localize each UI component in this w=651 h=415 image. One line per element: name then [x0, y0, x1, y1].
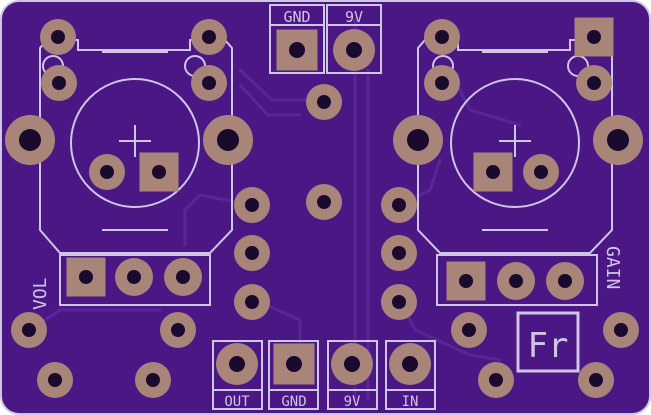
top-9v-label: 9V — [345, 8, 363, 26]
bottom-connector — [212, 340, 436, 410]
vol-header — [59, 254, 211, 306]
in-label: IN — [402, 394, 419, 410]
bottom-gnd-label: GND — [281, 394, 306, 410]
top-power-connector — [269, 4, 382, 74]
vol-label: VOL — [30, 277, 51, 310]
top-gnd-label: GND — [283, 8, 310, 26]
bottom-9v-label: 9V — [344, 394, 361, 410]
lower-left-pads — [11, 312, 196, 398]
fr-logo: Fr — [516, 311, 580, 373]
out-label: OUT — [224, 394, 250, 410]
vol-pot-mount-pads — [5, 115, 253, 165]
gain-header — [436, 254, 598, 306]
center-pads — [234, 84, 417, 320]
gain-pot-pins — [424, 17, 614, 192]
gain-pot-mount-pads — [393, 115, 643, 165]
logo-text: Fr — [528, 326, 569, 366]
gain-label: GAIN — [602, 246, 623, 289]
lower-right-pads — [451, 312, 639, 398]
vol-pot-pins — [40, 19, 227, 192]
